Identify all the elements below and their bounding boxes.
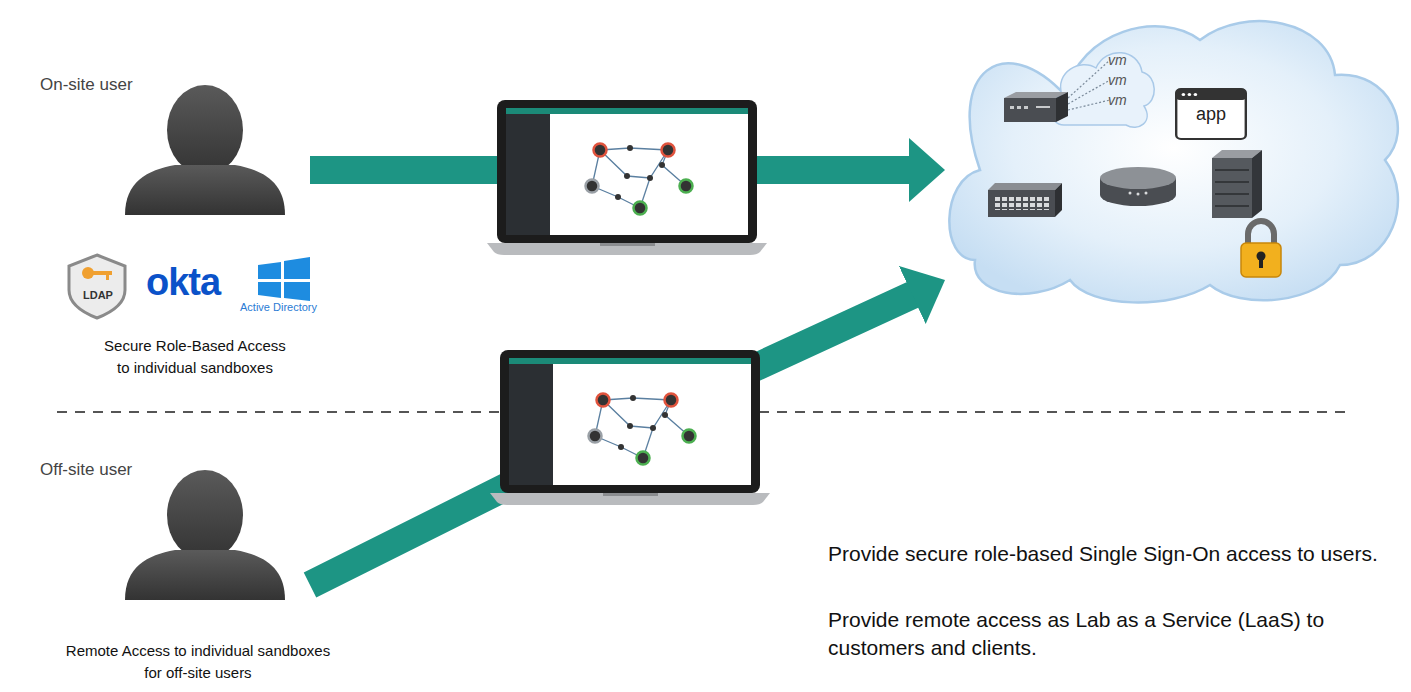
vm-cloud-outline	[1040, 40, 1162, 135]
lock-icon	[1241, 221, 1281, 277]
label-slot: Active Directory	[240, 301, 340, 314]
windows-logo	[258, 257, 310, 301]
note-text: Provide remote access as Lab as a Servic…	[828, 606, 1388, 662]
vm-label: vm	[1108, 90, 1162, 110]
label-slot: Provide remote access as Lab as a Servic…	[828, 606, 1388, 662]
ldap-logo	[69, 255, 125, 318]
app-label: app	[1175, 104, 1247, 125]
note-text: Provide secure role-based Single Sign-On…	[828, 540, 1388, 568]
logo-text: Active Directory	[240, 301, 340, 314]
flow-arrow	[310, 293, 918, 586]
laptop-screen	[487, 100, 767, 255]
app-window: app	[1175, 88, 1247, 140]
laptop-screen	[490, 350, 770, 505]
cloud-outline	[945, 10, 1405, 310]
logo-text: LDAP	[77, 289, 119, 302]
offsite-user-figure: Off-site user	[35, 455, 310, 625]
vm-label: vm	[1108, 50, 1162, 70]
label-slot: Provide secure role-based Single Sign-On…	[828, 540, 1388, 568]
person-icon	[35, 455, 310, 625]
onsite-user-figure: On-site user	[35, 70, 310, 215]
label-slot: Secure Role-Based Access to individual s…	[99, 335, 291, 379]
caption-text: Secure Role-Based Access to individual s…	[99, 335, 291, 379]
user-heading: Off-site user	[40, 460, 132, 480]
vm-cloud: vmvmvm	[1040, 40, 1162, 135]
cloud-region: vmvmvm app	[945, 10, 1405, 310]
label-slot: Remote Access to individual sandboxes fo…	[62, 640, 334, 684]
switch-icon	[988, 183, 1062, 217]
logo-text: okta	[146, 260, 246, 306]
router-icon	[1100, 167, 1176, 206]
server-tower-icon	[1212, 150, 1262, 218]
caption-text: Remote Access to individual sandboxes fo…	[62, 640, 334, 684]
server-icon	[1004, 92, 1068, 122]
user-heading: On-site user	[40, 75, 133, 95]
label-slot: okta	[146, 260, 246, 306]
vm-leader	[1068, 60, 1110, 110]
vm-label: vm	[1108, 70, 1162, 90]
label-slot: LDAP	[77, 289, 119, 302]
